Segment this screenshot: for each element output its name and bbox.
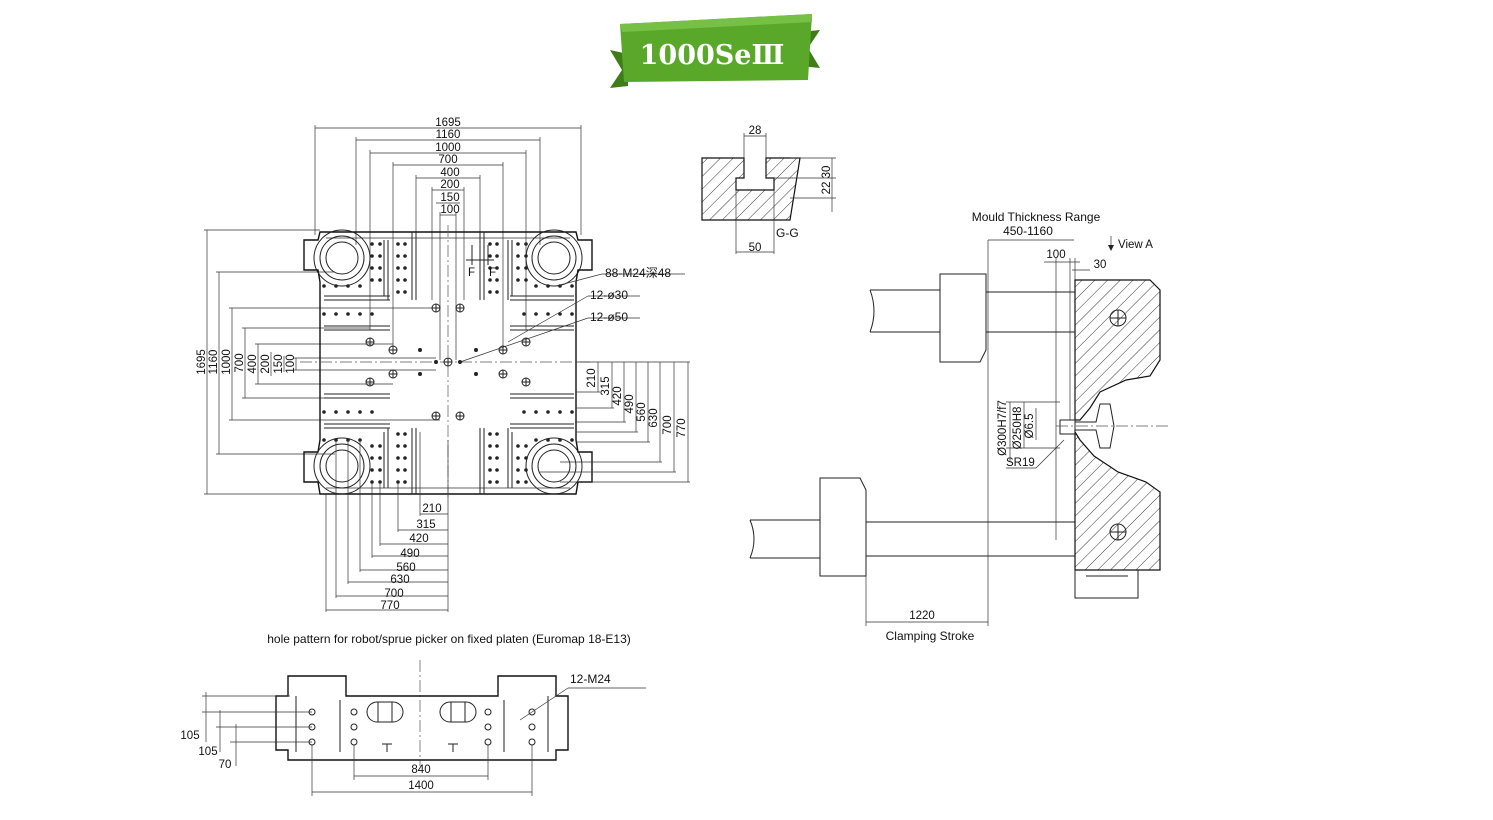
bottom-dim-770: 770 — [380, 600, 399, 612]
f-label-left: F — [468, 267, 475, 279]
front-top-dim-700: 700 — [438, 154, 457, 166]
right-dim-315: 315 — [600, 376, 612, 395]
front-left-dim-400: 400 — [247, 354, 259, 373]
front-left-dim-200: 200 — [260, 354, 272, 373]
model-badge-text: 1000SeⅢ — [640, 40, 785, 71]
view-a-label: View A — [1118, 239, 1153, 251]
front-top-dim-1000: 1000 — [435, 142, 461, 154]
front-top-dims: 1695 1160 1000 700 400 200 150 — [314, 117, 582, 360]
front-left-dim-1160: 1160 — [208, 350, 220, 375]
callout-88-m24: 88-M24深48 — [605, 266, 671, 280]
callout-12-d50: 12-ø50 — [590, 310, 628, 324]
bottom-dim-420: 420 — [409, 533, 428, 545]
front-top-dim-1695: 1695 — [435, 117, 461, 129]
gg-dim-50: 50 — [749, 242, 762, 254]
bottom-dim-315: 315 — [416, 519, 435, 531]
stroke-label: Clamping Stroke — [886, 629, 975, 643]
robot-hole-pattern: hole pattern for robot/sprue picker on f… — [180, 632, 646, 796]
robot-dim-840: 840 — [411, 764, 430, 776]
tie-bar-top-left — [313, 229, 371, 287]
right-dim-700: 700 — [662, 415, 674, 434]
bottom-dim-560: 560 — [396, 562, 415, 574]
front-top-dim-200: 200 — [440, 179, 459, 191]
right-dim-630: 630 — [648, 408, 660, 427]
front-left-dim-700: 700 — [234, 353, 246, 372]
front-top-dim-400: 400 — [440, 167, 459, 179]
right-dim-420: 420 — [612, 386, 624, 405]
robot-dim-70: 70 — [219, 759, 232, 771]
front-top-dim-1160: 1160 — [436, 129, 461, 141]
dia-6-5: Ø6.5 — [1024, 414, 1036, 439]
dia-250: Ø250H8 — [1012, 407, 1024, 450]
robot-dim-105-b: 105 — [198, 746, 217, 758]
robot-callout-12-m24: 12-M24 — [570, 672, 611, 686]
front-left-dim-1695: 1695 — [196, 349, 208, 375]
bottom-dim-700: 700 — [384, 588, 403, 600]
robot-holes — [308, 708, 536, 746]
callout-12-d30: 12-ø30 — [590, 288, 628, 302]
front-bottom-dims: 210 315 420 490 560 630 700 770 — [325, 432, 449, 612]
dia-300: Ø300H7/f7 — [997, 400, 1009, 456]
right-dim-770: 770 — [676, 418, 688, 437]
front-top-dim-100: 100 — [440, 204, 459, 216]
model-badge: 1000SeⅢ — [610, 14, 820, 88]
front-callouts: 88-M24深48 12-ø30 12-ø50 — [459, 266, 685, 363]
side-view: Mould Thickness Range 450-1160 View A 10… — [749, 210, 1170, 643]
mould-thickness-label: Mould Thickness Range — [972, 210, 1101, 224]
right-dim-560: 560 — [636, 402, 648, 421]
platen-front-view: 1695 1160 1000 700 400 200 150 — [196, 117, 690, 612]
side-dim-30: 30 — [1094, 259, 1107, 271]
tie-bar-bottom-left — [313, 437, 371, 495]
crossed-holes — [365, 303, 531, 421]
sr19: SR19 — [1006, 457, 1035, 469]
front-left-dim-150: 150 — [273, 354, 285, 373]
bottom-dim-630: 630 — [390, 574, 409, 586]
section-g-g: 28 30 22 50 G-G — [701, 125, 836, 254]
front-left-dim-100: 100 — [285, 354, 297, 373]
front-right-dims: 210 315 420 490 560 630 700 770 — [540, 361, 690, 483]
right-dim-210: 210 — [586, 368, 598, 387]
bottom-dim-210: 210 — [422, 503, 441, 515]
robot-pattern-title: hole pattern for robot/sprue picker on f… — [267, 632, 631, 646]
front-left-dim-1000: 1000 — [221, 349, 233, 375]
gg-title: G-G — [776, 226, 799, 240]
bottom-dim-490: 490 — [400, 548, 419, 560]
stroke-value: 1220 — [909, 610, 935, 622]
front-top-dim-150: 150 — [440, 192, 459, 204]
tie-bar-top-right — [525, 229, 583, 287]
gg-dim-22: 22 — [821, 182, 833, 195]
f-label-right: F — [489, 267, 496, 279]
tie-bar-bottom-right — [525, 437, 583, 495]
gg-dim-30: 30 — [821, 166, 833, 179]
gg-dim-28: 28 — [749, 125, 762, 137]
robot-dim-105-a: 105 — [180, 730, 199, 742]
f-markers: F F — [466, 245, 496, 279]
mould-thickness-value: 450-1160 — [1003, 224, 1053, 238]
robot-dim-1400: 1400 — [408, 780, 434, 792]
right-dim-490: 490 — [624, 394, 636, 413]
side-dim-100: 100 — [1046, 249, 1065, 261]
platen-body: F F — [300, 225, 593, 498]
front-left-dims: 1695 1160 1000 700 400 200 150 1 — [196, 229, 440, 495]
